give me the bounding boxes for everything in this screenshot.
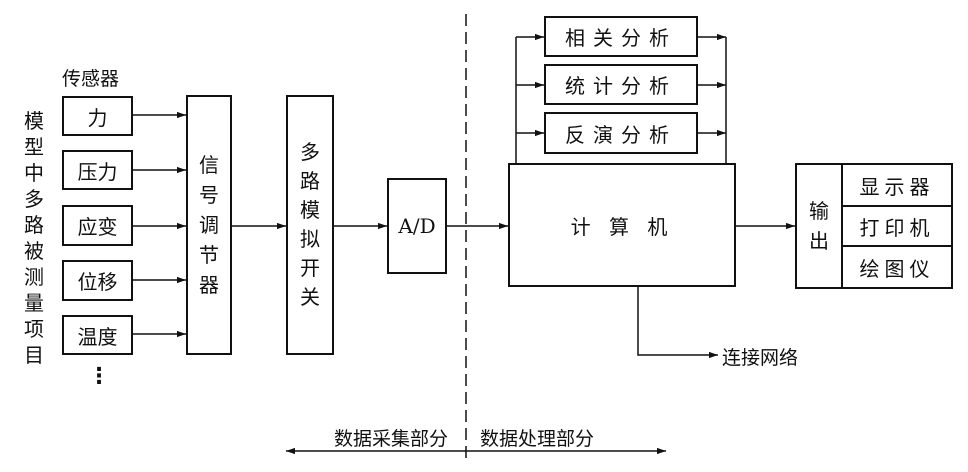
- left-label-char: 中: [24, 161, 44, 185]
- left-label-char: 被: [24, 239, 44, 263]
- sensor-pressure: 压力: [62, 150, 133, 190]
- analysis-inversion: 反演分析: [544, 112, 698, 154]
- left-label-char: 路: [24, 213, 44, 237]
- signal-conditioner-char: 调: [199, 213, 219, 237]
- left-label-char: 多: [24, 187, 44, 211]
- computer-box: 计 算 机: [508, 163, 736, 287]
- sensor-displacement: 位移: [62, 260, 133, 301]
- signal-conditioner: 信号调节器: [186, 95, 232, 355]
- left-label-char: 模: [24, 109, 44, 133]
- sensor-temperature: 温度: [62, 315, 133, 355]
- signal-conditioner-char: 信: [199, 153, 219, 177]
- multiplexer-switch-char: 拟: [300, 227, 320, 251]
- output-display: 显示器: [843, 165, 951, 207]
- analysis-correlation: 相关分析: [544, 16, 698, 57]
- sensor-strain: 应变: [62, 205, 133, 246]
- multiplexer-switch-label: 多路模拟开关: [300, 138, 320, 312]
- signal-conditioner-char: 器: [199, 273, 219, 297]
- output-label: 输出: [809, 196, 829, 256]
- output-label-char: 输: [809, 199, 829, 223]
- multiplexer-switch-char: 路: [300, 169, 320, 193]
- signal-conditioner-char: 节: [199, 243, 219, 267]
- multiplexer-switch-char: 关: [300, 285, 320, 309]
- arrow-computer-network: [637, 287, 718, 359]
- section-right-label: 数据处理部分: [480, 428, 595, 450]
- section-left-label: 数据采集部分: [334, 428, 449, 450]
- network-label: 连接网络: [722, 347, 799, 369]
- left-label: 模型中多路被测量项目: [22, 108, 46, 368]
- multiplexer-switch: 多路模拟开关: [286, 95, 334, 355]
- output-plotter: 绘图仪: [859, 256, 935, 281]
- more-sensors-ellipsis: ⋮: [88, 364, 110, 389]
- left-label-char: 项: [24, 317, 44, 341]
- output-group: 输出 显示器 打印机 绘图仪: [795, 163, 953, 289]
- multiplexer-switch-char: 模: [300, 198, 320, 222]
- left-label-char: 目: [24, 343, 44, 367]
- signal-conditioner-label: 信号调节器: [199, 150, 219, 300]
- sensor-header: 传感器: [62, 68, 120, 90]
- adc-box: A/D: [387, 178, 447, 274]
- sensor-force: 力: [62, 96, 133, 136]
- multiplexer-switch-char: 开: [300, 256, 320, 280]
- left-label-char: 量: [24, 291, 44, 315]
- signal-conditioner-char: 号: [199, 183, 219, 207]
- multiplexer-switch-char: 多: [300, 140, 320, 164]
- left-label-char: 测: [24, 265, 44, 289]
- analysis-statistics: 统计分析: [544, 64, 698, 105]
- output-label-char: 出: [809, 229, 829, 253]
- left-label-char: 型: [24, 135, 44, 159]
- output-label-cell: 输出: [797, 165, 843, 287]
- output-printer: 打印机: [843, 207, 951, 247]
